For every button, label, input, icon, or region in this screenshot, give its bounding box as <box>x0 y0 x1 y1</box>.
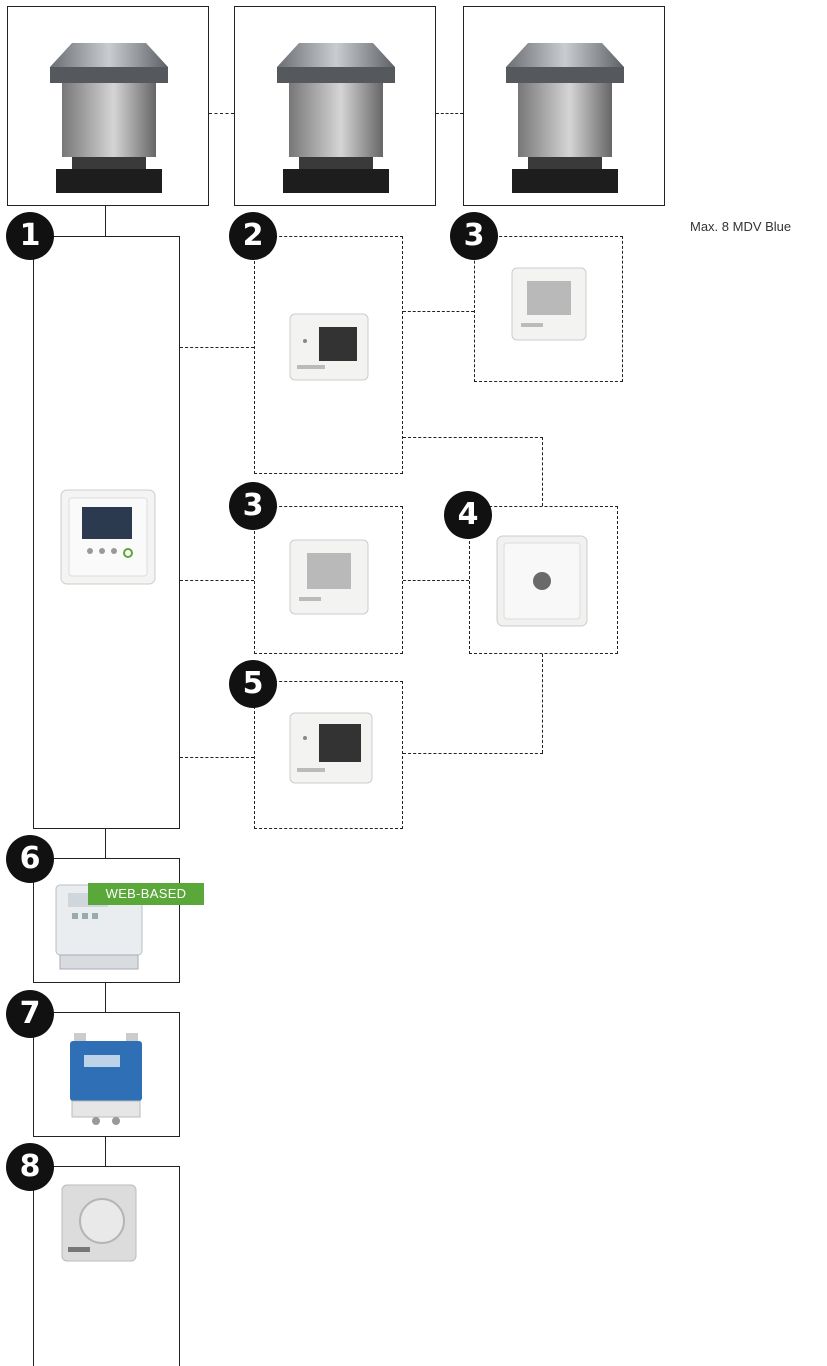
fans-max-label: Max. 8 MDV Blue <box>690 219 792 234</box>
control-panel-icon <box>60 489 156 585</box>
badge-8: 8 <box>6 1143 54 1191</box>
link-4-to-5-v <box>542 654 543 753</box>
link-2-to-4-h <box>403 437 543 438</box>
sensor-box-3a <box>474 236 623 382</box>
badge-3a: 3 <box>450 212 498 260</box>
fan-box-2 <box>234 6 436 206</box>
spine-6-to-7 <box>105 983 106 1012</box>
link-1-to-2 <box>180 347 254 348</box>
speed-controller-icon <box>61 1184 137 1262</box>
link-2-to-3a <box>403 311 474 312</box>
room-sensor-icon <box>289 539 369 615</box>
room-sensor-icon <box>289 313 369 381</box>
fan-link-2-3 <box>436 113 463 114</box>
badge-1: 1 <box>6 212 54 260</box>
badge-5: 5 <box>229 660 277 708</box>
controller-box-8 <box>33 1166 180 1366</box>
badge-4: 4 <box>444 491 492 539</box>
link-4-to-5-h <box>403 753 543 754</box>
knob-box-4 <box>469 506 618 654</box>
sensor-box-5 <box>254 681 403 829</box>
link-2-to-4-v <box>542 437 543 506</box>
sensor-box-2 <box>254 236 403 474</box>
web-based-badge: WEB-BASED <box>88 883 204 905</box>
spine-7-to-8 <box>105 1137 106 1166</box>
pressure-transmitter-icon <box>70 1033 142 1125</box>
room-sensor-icon <box>289 712 373 784</box>
link-3b-to-4 <box>403 580 469 581</box>
badge-7: 7 <box>6 990 54 1038</box>
controller-box-7 <box>33 1012 180 1137</box>
roof-fan-icon <box>50 43 168 193</box>
badge-2: 2 <box>229 212 277 260</box>
badge-6: 6 <box>6 835 54 883</box>
fan-link-1-2 <box>209 113 234 114</box>
roof-fan-icon <box>506 43 624 193</box>
controller-box-6: WEB-BASED <box>33 858 204 983</box>
room-sensor-icon <box>511 267 587 341</box>
spine-fan-to-1 <box>105 206 106 236</box>
rotary-controller-icon <box>496 535 588 627</box>
fan-box-3 <box>463 6 665 206</box>
fan-box-1 <box>7 6 209 206</box>
roof-fan-icon <box>277 43 395 193</box>
link-1-to-5 <box>180 757 254 758</box>
controller-box-1 <box>33 236 180 829</box>
spine-1-to-6 <box>105 829 106 858</box>
badge-3b: 3 <box>229 482 277 530</box>
sensor-box-3b <box>254 506 403 654</box>
link-1-to-3b <box>180 580 254 581</box>
